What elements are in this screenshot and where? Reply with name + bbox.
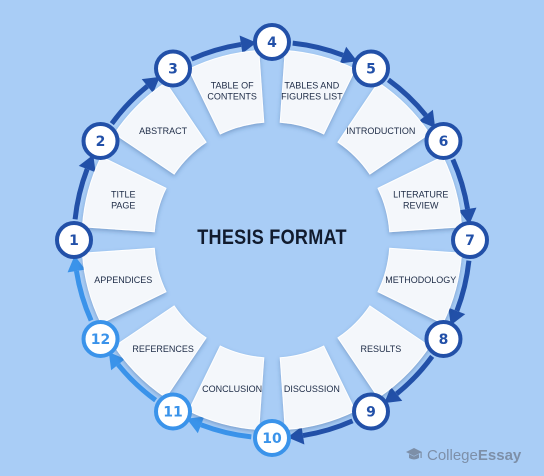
step-label: REFERENCES	[132, 344, 194, 354]
segment-6	[377, 156, 463, 233]
graduation-cap-icon	[406, 448, 422, 460]
diagram-title: THESIS FORMAT	[197, 226, 347, 249]
ring-arrowhead	[339, 46, 358, 64]
step-number: 10	[262, 431, 282, 447]
ring-arc	[116, 363, 158, 403]
segment-12	[81, 247, 167, 324]
ring-arrows	[67, 35, 477, 445]
segment-8	[337, 305, 431, 399]
step-label: FIGURES LIST	[281, 92, 343, 102]
ring-arc	[72, 168, 90, 220]
ring-arrowhead	[239, 35, 257, 54]
step-badge	[352, 392, 390, 431]
ring-arrowhead	[418, 109, 436, 128]
ring-arc	[73, 270, 94, 322]
segment-10	[188, 345, 265, 431]
ring-arrowhead	[141, 76, 160, 94]
step-badge	[451, 221, 489, 259]
ring-arc	[200, 422, 252, 440]
step-number: 8	[439, 332, 449, 348]
step-number: 9	[366, 404, 376, 420]
ring-arc	[302, 418, 354, 439]
ring-arrowhead	[458, 207, 477, 225]
segment-2	[113, 81, 207, 175]
ring-arc	[109, 84, 149, 126]
step-label: TABLES AND	[284, 81, 339, 91]
step-label: APPENDICES	[94, 275, 152, 285]
step-badge	[424, 320, 463, 358]
step-badge	[81, 122, 120, 160]
ring-arc	[190, 41, 242, 62]
step-badge	[154, 49, 192, 88]
step-label: LITERATURE	[393, 190, 448, 200]
ring-arrowhead	[67, 255, 86, 273]
ring-arc	[450, 158, 471, 210]
step-number: 1	[69, 233, 79, 249]
step-number: 6	[439, 134, 449, 150]
step-label: PAGE	[111, 201, 135, 211]
step-badge	[424, 122, 463, 160]
step-label: INTRODUCTION	[346, 126, 415, 136]
ring-arc	[292, 40, 344, 58]
step-badge	[253, 419, 291, 457]
segment-11	[113, 305, 207, 399]
ring-arc	[454, 260, 472, 312]
step-badge	[352, 49, 390, 88]
step-badge	[81, 320, 120, 358]
ring-arc	[395, 354, 435, 396]
segment-3	[188, 49, 265, 135]
segment-1	[81, 156, 167, 233]
step-number: 7	[465, 233, 475, 249]
step-label: METHODOLOGY	[385, 275, 456, 285]
ring-arrowhead	[108, 352, 126, 371]
step-label: DISCUSSION	[284, 384, 340, 394]
step-label: CONTENTS	[207, 92, 257, 102]
brand-name-part1: College	[427, 446, 478, 464]
ring-arrowhead	[287, 426, 305, 445]
segment-5	[337, 81, 431, 175]
step-number: 2	[96, 134, 106, 150]
ring-arrowhead	[384, 386, 403, 404]
step-number: 5	[366, 62, 376, 78]
ring-arrowhead	[448, 307, 466, 326]
step-badge	[253, 23, 291, 61]
step-badge	[55, 221, 93, 259]
step-label: REVIEW	[403, 201, 439, 211]
segment-4	[279, 49, 356, 135]
ring-arc	[386, 77, 428, 117]
step-number: 12	[91, 332, 110, 348]
step-badge	[154, 392, 192, 431]
step-number: 11	[163, 404, 182, 420]
step-number: 3	[168, 62, 178, 78]
step-label: CONCLUSION	[202, 384, 262, 394]
segment-7	[377, 247, 463, 324]
step-label: TABLE OF	[211, 81, 254, 91]
segment-9	[279, 345, 356, 431]
ring-arrowhead	[186, 416, 205, 434]
step-label: RESULTS	[360, 344, 401, 354]
step-label: ABSTRACT	[139, 126, 188, 136]
brand-name-part2: Essay	[477, 446, 522, 464]
step-number: 4	[267, 35, 277, 51]
step-label: TITLE	[111, 190, 136, 200]
ring-arrowhead	[78, 154, 96, 173]
